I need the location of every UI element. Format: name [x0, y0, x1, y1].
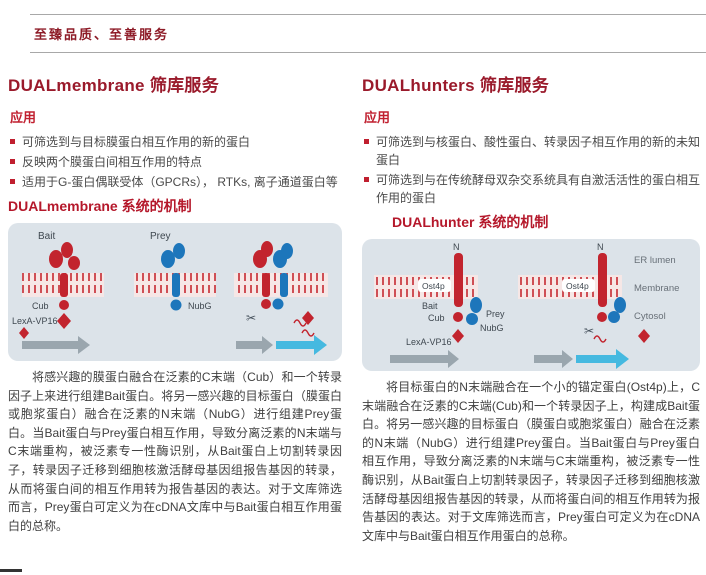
- prey-shape: [470, 297, 482, 313]
- prey-shape: [614, 297, 626, 313]
- bait-protein-shape: [19, 242, 80, 339]
- nubg-shape: [608, 311, 620, 323]
- bait-label: Bait: [422, 301, 438, 311]
- mrna-squiggle: [293, 319, 307, 327]
- cytosol-label: Cytosol: [634, 311, 666, 322]
- reporter-gene-arrow: [390, 350, 459, 368]
- application-heading: 应用: [364, 110, 391, 125]
- column-dualhunter: DUALhunters 筛库服务 应用 可筛选到与核蛋白、酸性蛋白、转录因子相互…: [362, 71, 700, 545]
- dualmembrane-description: 将感兴趣的膜蛋白融合在泛素的C末端（Cub）和一个转录因子上来进行组建Bait蛋…: [8, 370, 342, 533]
- mrna-squiggle: [593, 335, 607, 343]
- mechanism-heading: DUALmembrane 系统的机制: [8, 198, 192, 214]
- application-heading: 应用: [10, 110, 37, 125]
- cub-shape: [453, 312, 463, 322]
- bullet-text: 可筛选到与核蛋白、酸性蛋白、转录因子相互作用的新的未知蛋白: [376, 135, 701, 167]
- content-columns: DUALmembrane 筛库服务 应用 可筛选到与目标膜蛋白相互作用的新的蛋白…: [0, 53, 706, 545]
- nubg-label: NubG: [480, 323, 504, 333]
- mrna-squiggle: [301, 329, 315, 337]
- bullet-square-icon: [10, 159, 15, 164]
- dualhunter-mechanism-diagram: N Ost4p Bait Cub Prey NubG LexA-VP16 N O…: [362, 239, 700, 371]
- reporter-gene-arrow: [534, 350, 573, 368]
- page-footer-mark: [0, 569, 22, 572]
- lexa-vp16-label: LexA-VP16: [12, 316, 58, 326]
- transcription-factor-shape: [452, 329, 464, 343]
- nubg-label: NubG: [188, 301, 212, 311]
- dualhunters-title: DUALhunters 筛库服务: [362, 76, 550, 95]
- cub-label: Cub: [428, 313, 445, 323]
- reporter-gene-arrow: [236, 336, 273, 354]
- scissors-icon: ✂: [246, 311, 256, 325]
- active-transcription-arrow: [576, 349, 629, 369]
- bullet-square-icon: [10, 139, 15, 144]
- ost4p-anchor-shape: [454, 253, 463, 307]
- dualmembrane-diagram-svg: Bait Prey Cub LexA-VP16: [12, 231, 328, 355]
- bullet-square-icon: [10, 179, 15, 184]
- ost4p-label: Ost4p: [422, 281, 445, 291]
- list-item: 可筛选到与核蛋白、酸性蛋白、转录因子相互作用的新的未知蛋白: [364, 133, 700, 169]
- application-list: 可筛选到与核蛋白、酸性蛋白、转录因子相互作用的新的未知蛋白 可筛选到与在传统酵母…: [364, 133, 700, 207]
- dualhunter-description: 将目标蛋白的N末端融合在一个小的锚定蛋白(Ost4p)上，C末端融合在泛素的C末…: [362, 380, 700, 543]
- column-dualmembrane: DUALmembrane 筛库服务 应用 可筛选到与目标膜蛋白相互作用的新的蛋白…: [8, 71, 342, 545]
- list-item: 反映两个膜蛋白间相互作用的特点: [10, 153, 342, 171]
- dualmembrane-title: DUALmembrane 筛库服务: [8, 76, 220, 95]
- list-item: 适用于G-蛋白偶联受体（GPCRs）， RTKs, 离子通道蛋白等: [10, 173, 342, 191]
- er-lumen-label: ER lumen: [634, 255, 676, 266]
- dualmembrane-mechanism-diagram: Bait Prey Cub LexA-VP16: [8, 223, 342, 361]
- scissors-icon: ✂: [584, 324, 594, 338]
- ost4p-label-pill: [562, 279, 595, 292]
- interaction-complex: [253, 241, 314, 325]
- cleaved-transcription-factor: [638, 329, 650, 343]
- bullet-text: 可筛选到与在传统酵母双杂交系统具有自激活活性的蛋白相互作用的蛋白: [376, 173, 701, 205]
- page-header: 至臻品质、至善服务: [30, 14, 706, 53]
- bullet-square-icon: [364, 177, 369, 182]
- page-header-title: 至臻品质、至善服务: [34, 27, 170, 42]
- active-transcription-arrow: [276, 335, 327, 355]
- bullet-text: 适用于G-蛋白偶联受体（GPCRs）， RTKs, 离子通道蛋白等: [22, 175, 338, 189]
- dualhunter-diagram-svg: N Ost4p Bait Cub Prey NubG LexA-VP16 N O…: [374, 242, 679, 369]
- ost4p-label-pill: [418, 279, 451, 292]
- ost4p-anchor-shape: [598, 253, 607, 307]
- reporter-gene-arrow: [22, 336, 90, 354]
- bait-label: Bait: [38, 231, 55, 242]
- bullet-square-icon: [364, 139, 369, 144]
- cub-label: Cub: [32, 301, 49, 311]
- bullet-text: 反映两个膜蛋白间相互作用的特点: [22, 155, 203, 169]
- cleaved-transcription-factor: [302, 311, 314, 325]
- prey-protein-shape: [161, 243, 185, 311]
- ost4p-label: Ost4p: [566, 281, 589, 291]
- bullet-text: 可筛选到与目标膜蛋白相互作用的新的蛋白: [22, 135, 251, 149]
- list-item: 可筛选到与目标膜蛋白相互作用的新的蛋白: [10, 133, 342, 151]
- membrane-label: Membrane: [634, 283, 679, 294]
- prey-label: Prey: [150, 231, 171, 242]
- prey-label: Prey: [486, 309, 505, 319]
- mechanism-heading: DUALhunter 系统的机制: [392, 214, 549, 230]
- lexa-vp16-label: LexA-VP16: [406, 337, 452, 347]
- nubg-shape: [466, 313, 478, 325]
- cub-shape: [597, 312, 607, 322]
- application-list: 可筛选到与目标膜蛋白相互作用的新的蛋白 反映两个膜蛋白间相互作用的特点 适用于G…: [10, 133, 342, 191]
- n-terminus-label: N: [453, 242, 460, 252]
- n-terminus-label: N: [597, 242, 604, 252]
- list-item: 可筛选到与在传统酵母双杂交系统具有自激活活性的蛋白相互作用的蛋白: [364, 171, 700, 207]
